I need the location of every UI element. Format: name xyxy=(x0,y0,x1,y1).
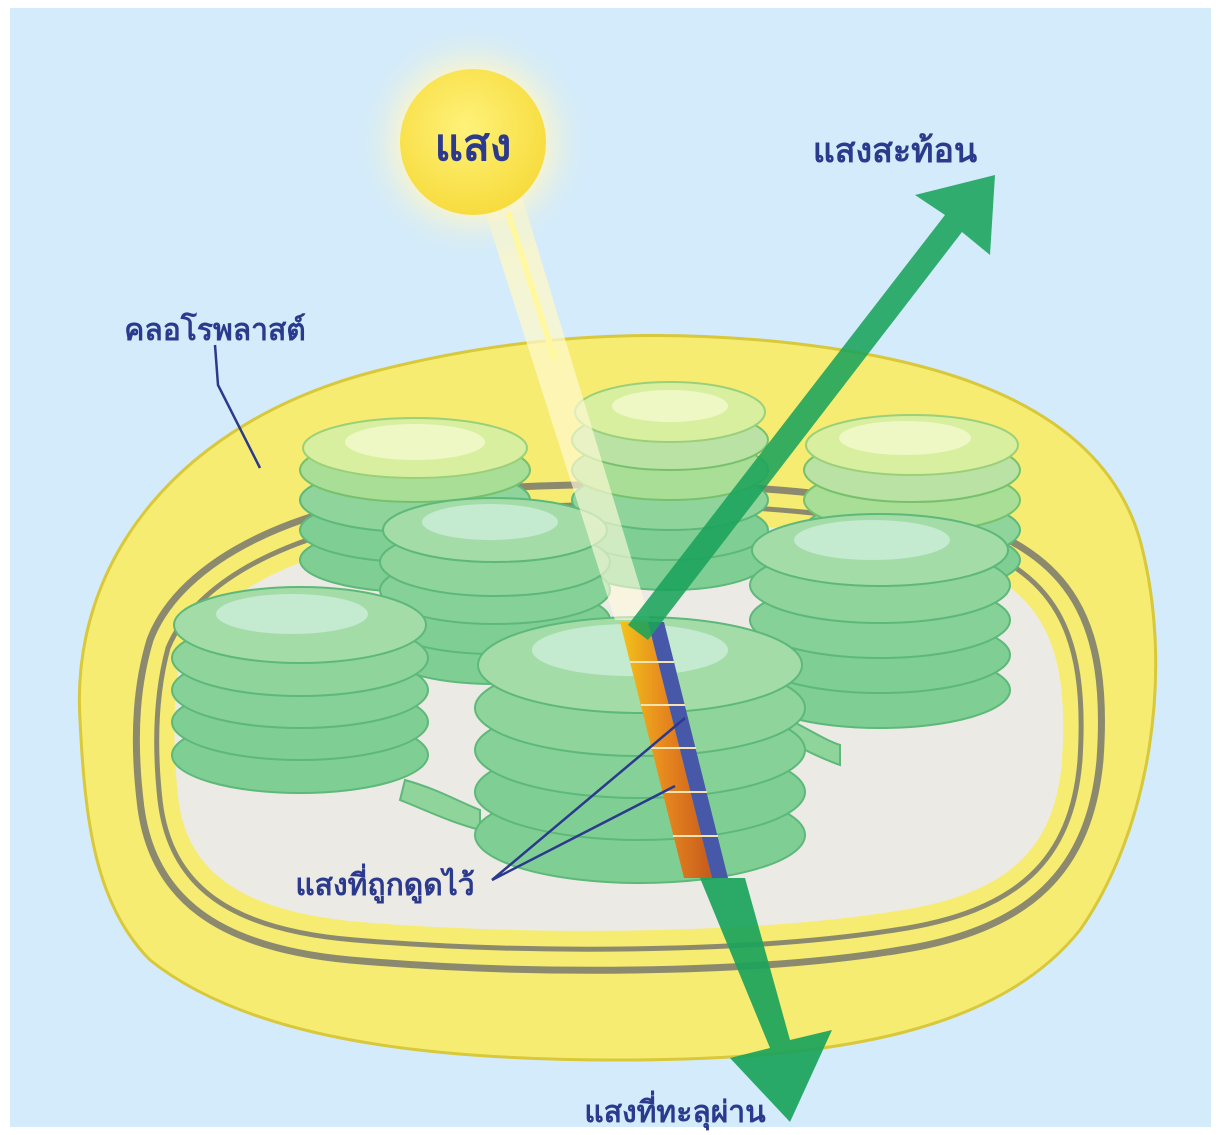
reflected-light-label: แสงสะท้อน xyxy=(813,131,977,171)
chloroplast-label: คลอโรพลาสต์ xyxy=(124,311,306,348)
absorbed-light-label: แสงที่ถูกดูดไว้ xyxy=(295,863,474,904)
grana-front-left xyxy=(172,587,428,793)
transmitted-light-label: แสงที่ทะลุผ่าน xyxy=(584,1090,766,1131)
sun-label: แสง xyxy=(435,120,512,171)
